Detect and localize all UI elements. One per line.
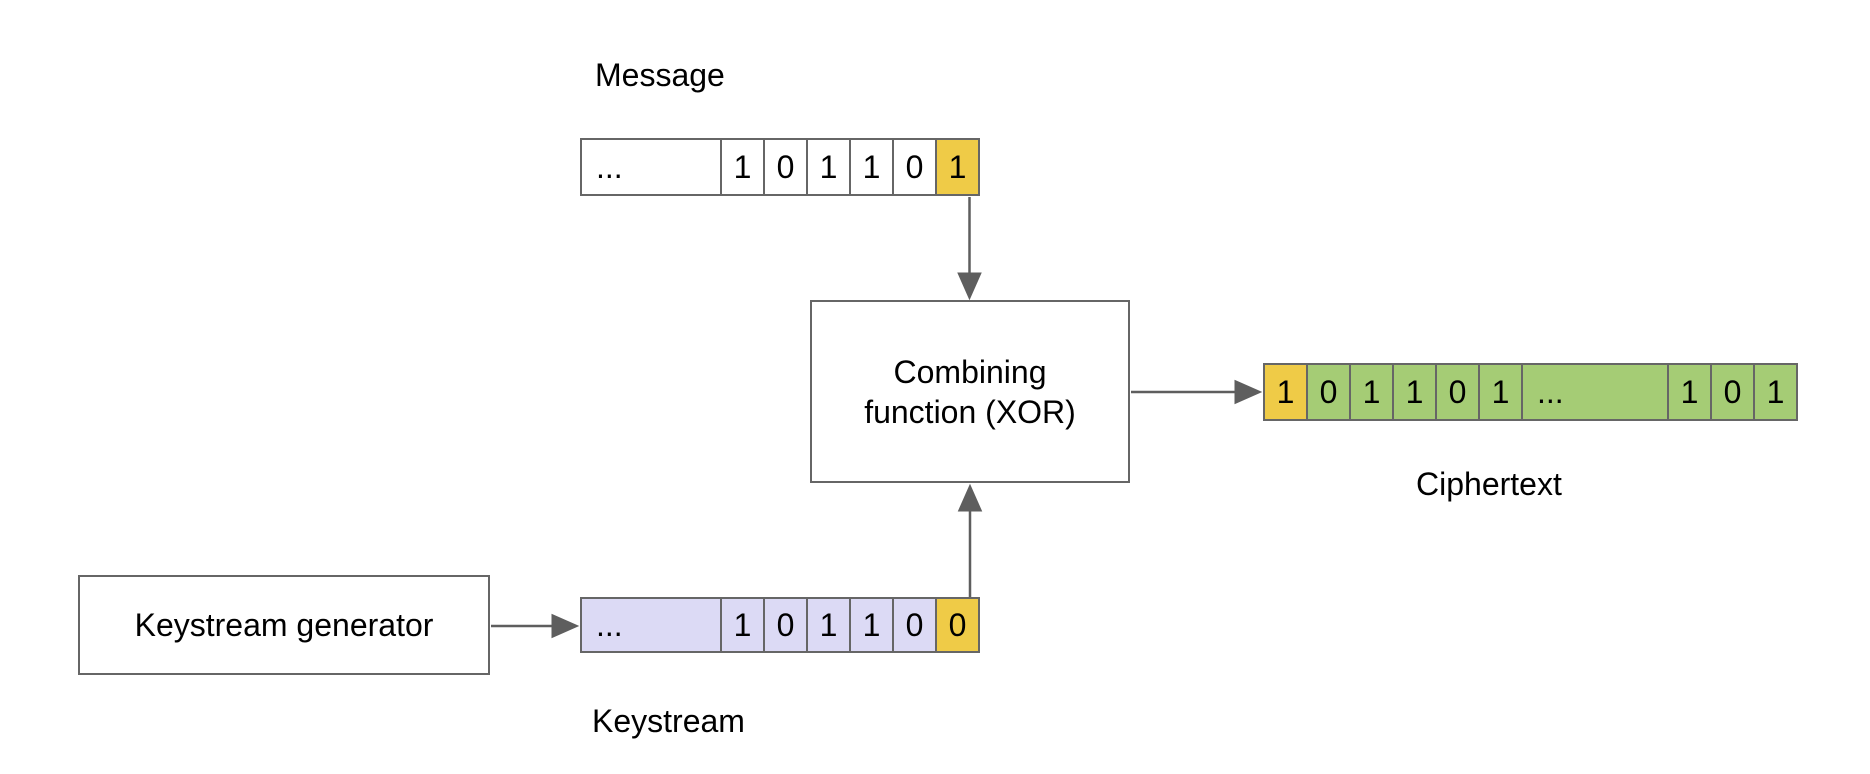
bit-cell: 0 [935, 597, 980, 653]
combining-function-box: Combining function (XOR) [810, 300, 1130, 483]
bit-cell: 1 [1753, 363, 1798, 421]
keystream-generator-label: Keystream generator [134, 607, 434, 643]
bit-cell: 1 [935, 138, 980, 196]
bit-cell: 0 [763, 138, 808, 196]
keystream-generator-box: Keystream generator [78, 575, 490, 675]
bit-cell: 1 [720, 597, 765, 653]
bit-cell: 1 [806, 138, 851, 196]
bit-cell: 0 [1435, 363, 1480, 421]
bit-cell: ... [580, 597, 722, 653]
keystream-label: Keystream [592, 703, 745, 739]
combining-function-label-line2: function (XOR) [864, 393, 1076, 430]
message-label: Message [595, 57, 725, 93]
bit-cell: 0 [1710, 363, 1755, 421]
bit-cell: 1 [1263, 363, 1308, 421]
bit-cell: 1 [806, 597, 851, 653]
bit-cell: 1 [849, 138, 894, 196]
combiner-to-ciphertext-arrow [1131, 379, 1263, 405]
bit-cell: 1 [1667, 363, 1712, 421]
bit-cell: 0 [1306, 363, 1351, 421]
bit-cell: 1 [1349, 363, 1394, 421]
bit-cell: 0 [892, 138, 937, 196]
generator-to-keystream-arrow [491, 613, 580, 639]
keystream-to-combiner-arrow [957, 483, 983, 597]
combining-function-label-line1: Combining [893, 353, 1047, 390]
bit-cell: ... [580, 138, 722, 196]
bit-cell: 1 [1478, 363, 1523, 421]
bit-cell: 1 [720, 138, 765, 196]
bit-cell: 1 [849, 597, 894, 653]
ciphertext-label: Ciphertext [1416, 466, 1562, 502]
bit-cell: ... [1521, 363, 1669, 421]
bit-cell: 0 [892, 597, 937, 653]
bit-cell: 1 [1392, 363, 1437, 421]
message-to-combiner-arrow [957, 197, 982, 301]
bit-cell: 0 [763, 597, 808, 653]
